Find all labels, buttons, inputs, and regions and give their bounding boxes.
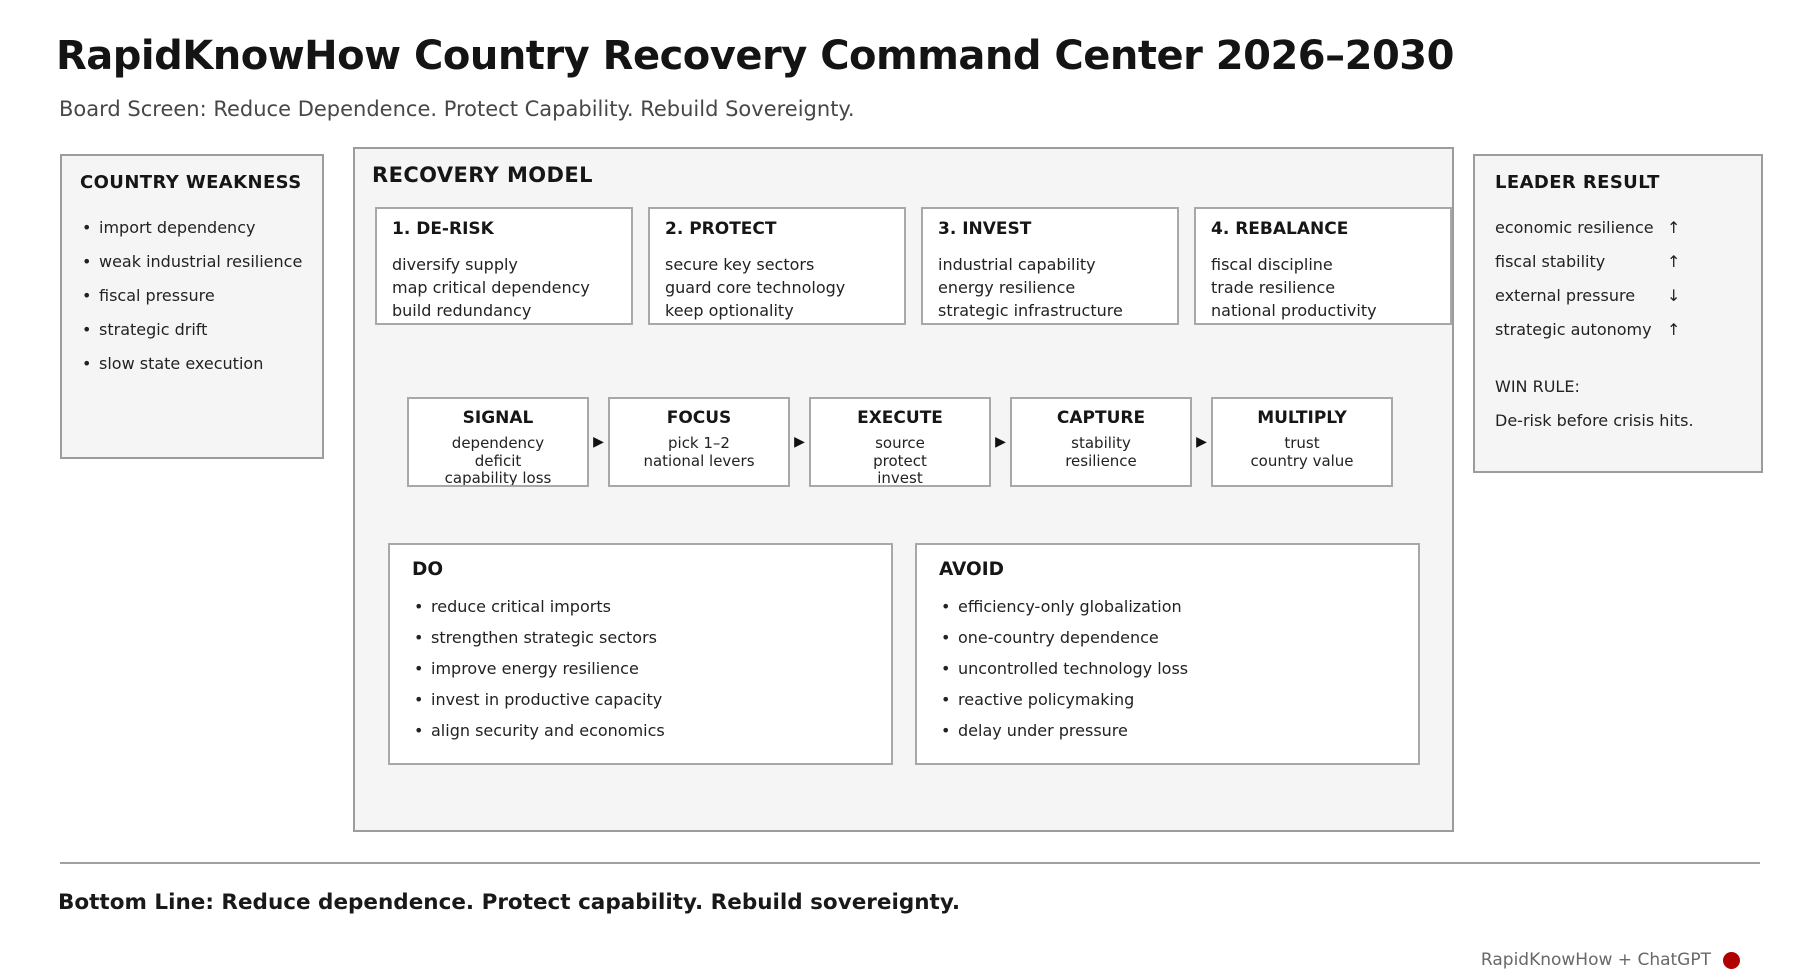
- list-item: one-country dependence: [939, 627, 1396, 648]
- avoid-panel: AVOID efficiency-only globalization one-…: [915, 543, 1420, 765]
- phase-line: keep optionality: [665, 301, 794, 320]
- list-item: slow state execution: [80, 353, 304, 374]
- phase-card-protect: 2. PROTECT secure key sectors guard core…: [648, 207, 906, 325]
- flow-line: source: [875, 434, 925, 452]
- flow-title: EXECUTE: [857, 408, 943, 428]
- phase-title: 4. REBALANCE: [1211, 219, 1349, 239]
- leader-result-item: external pressure ↓: [1495, 285, 1741, 306]
- win-rule-text: De-risk before crisis hits.: [1495, 411, 1694, 430]
- list-item: weak industrial resilience: [80, 251, 304, 272]
- flow-title: SIGNAL: [462, 408, 534, 428]
- phase-line: strategic infrastructure: [938, 301, 1123, 320]
- list-item: invest in productive capacity: [412, 689, 869, 710]
- flow-line: national levers: [643, 451, 755, 470]
- phase-row: 1. DE-RISK diversify supply map critical…: [375, 207, 1452, 325]
- flow-card-focus: FOCUS pick 1–2 national levers: [608, 397, 790, 487]
- flow-title: MULTIPLY: [1257, 408, 1347, 428]
- phase-card-derisk: 1. DE-RISK diversify supply map critical…: [375, 207, 633, 325]
- do-list: reduce critical imports strengthen strat…: [412, 596, 869, 741]
- metric-label: fiscal stability: [1495, 252, 1606, 271]
- flow-line: dependency: [451, 434, 545, 452]
- phase-line: build redundancy: [392, 301, 532, 320]
- flow-title: FOCUS: [666, 408, 732, 428]
- recovery-model-panel: RECOVERY MODEL 1. DE-RISK diversify supp…: [353, 147, 1454, 832]
- phase-title: 3. INVEST: [938, 219, 1032, 239]
- footer-credit: RapidKnowHow + ChatGPT: [1480, 950, 1711, 970]
- metric-label: economic resilience: [1495, 218, 1654, 237]
- flow-line: deficit: [474, 451, 522, 470]
- flow-row: SIGNAL dependency deficit capability los…: [407, 397, 1393, 487]
- metric-label: strategic autonomy: [1495, 320, 1652, 339]
- flow-line: pick 1–2: [668, 434, 730, 452]
- bottom-line: Bottom Line: Reduce dependence. Protect …: [58, 890, 961, 915]
- flow-line: capability loss: [444, 469, 552, 487]
- list-item: reactive policymaking: [939, 689, 1396, 710]
- leader-result-title: LEADER RESULT: [1495, 172, 1660, 193]
- leader-result-item: fiscal stability ↑: [1495, 251, 1741, 272]
- leader-result-panel: LEADER RESULT economic resilience ↑ fisc…: [1473, 154, 1763, 473]
- list-item: improve energy resilience: [412, 658, 869, 679]
- phase-line: fiscal discipline: [1211, 255, 1333, 274]
- phase-line: industrial capability: [938, 255, 1096, 274]
- country-weakness-panel: COUNTRY WEAKNESS import dependency weak …: [60, 154, 324, 459]
- phase-card-invest: 3. INVEST industrial capability energy r…: [921, 207, 1179, 325]
- phase-line: diversify supply: [392, 255, 518, 274]
- list-item: align security and economics: [412, 720, 869, 741]
- flow-card-execute: EXECUTE source protect invest: [809, 397, 991, 487]
- right-arrow-icon: ▶: [995, 434, 1006, 450]
- phase-line: guard core technology: [665, 278, 846, 297]
- page-title: RapidKnowHow Country Recovery Command Ce…: [56, 33, 1454, 79]
- flow-line: invest: [877, 469, 923, 487]
- recovery-model-title: RECOVERY MODEL: [372, 163, 593, 187]
- page-subtitle: Board Screen: Reduce Dependence. Protect…: [59, 97, 855, 121]
- leader-result-item: strategic autonomy ↑: [1495, 319, 1741, 340]
- list-item: efficiency-only globalization: [939, 596, 1396, 617]
- metric-label: external pressure: [1495, 286, 1636, 305]
- phase-card-rebalance: 4. REBALANCE fiscal discipline trade res…: [1194, 207, 1452, 325]
- right-arrow-icon: ▶: [794, 434, 805, 450]
- list-item: strengthen strategic sectors: [412, 627, 869, 648]
- flow-card-capture: CAPTURE stability resilience: [1010, 397, 1192, 487]
- phase-line: secure key sectors: [665, 255, 815, 274]
- flow-line: resilience: [1065, 451, 1137, 470]
- list-item: fiscal pressure: [80, 285, 304, 306]
- flow-card-multiply: MULTIPLY trust country value: [1211, 397, 1393, 487]
- list-item: strategic drift: [80, 319, 304, 340]
- phase-line: map critical dependency: [392, 278, 590, 297]
- do-panel: DO reduce critical imports strengthen st…: [388, 543, 893, 765]
- list-item: import dependency: [80, 217, 304, 238]
- win-rule-label: WIN RULE:: [1495, 377, 1580, 396]
- flow-title: CAPTURE: [1056, 408, 1146, 428]
- up-arrow-icon: ↑: [1667, 218, 1681, 237]
- flow-line: protect: [873, 451, 927, 470]
- list-item: reduce critical imports: [412, 596, 869, 617]
- footer: RapidKnowHow + ChatGPT: [1481, 950, 1740, 970]
- avoid-list: efficiency-only globalization one-countr…: [939, 596, 1396, 741]
- phase-title: 2. PROTECT: [665, 219, 777, 239]
- right-arrow-icon: ▶: [593, 434, 604, 450]
- country-weakness-list: import dependency weak industrial resili…: [80, 217, 304, 374]
- flow-card-signal: SIGNAL dependency deficit capability los…: [407, 397, 589, 487]
- divider: [60, 862, 1760, 864]
- avoid-title: AVOID: [939, 559, 1005, 580]
- phase-title: 1. DE-RISK: [392, 219, 494, 239]
- flow-line: stability: [1071, 434, 1131, 452]
- country-weakness-title: COUNTRY WEAKNESS: [80, 172, 302, 193]
- leader-result-item: economic resilience ↑: [1495, 217, 1741, 238]
- do-title: DO: [412, 559, 444, 580]
- do-avoid-row: DO reduce critical imports strengthen st…: [388, 543, 1420, 765]
- phase-line: energy resilience: [938, 278, 1076, 297]
- leader-result-list: economic resilience ↑ fiscal stability ↑…: [1495, 217, 1741, 340]
- list-item: uncontrolled technology loss: [939, 658, 1396, 679]
- up-arrow-icon: ↑: [1667, 252, 1681, 271]
- list-item: delay under pressure: [939, 720, 1396, 741]
- right-arrow-icon: ▶: [1196, 434, 1207, 450]
- down-arrow-icon: ↓: [1667, 286, 1681, 305]
- flow-line: country value: [1250, 451, 1354, 470]
- red-dot-icon: [1723, 951, 1740, 969]
- flow-line: trust: [1284, 434, 1320, 452]
- phase-line: national productivity: [1211, 301, 1377, 320]
- up-arrow-icon: ↑: [1667, 320, 1681, 339]
- phase-line: trade resilience: [1211, 278, 1336, 297]
